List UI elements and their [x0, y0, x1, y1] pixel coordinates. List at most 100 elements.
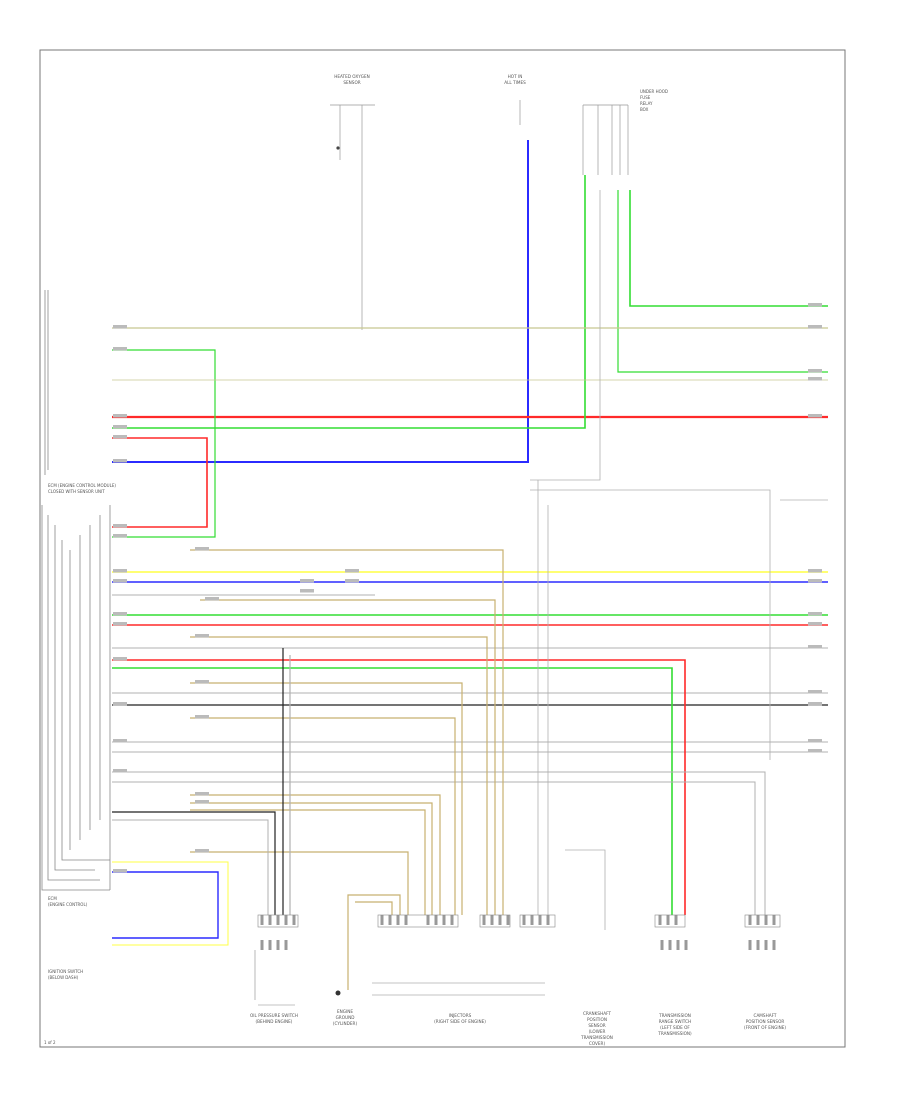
label-line: OIL PRESSURE SWITCH — [250, 1013, 298, 1018]
label-line: (LOWER — [589, 1029, 606, 1034]
label-line: (RIGHT SIDE OF ENGINE) — [434, 1019, 486, 1024]
wire-gray — [112, 781, 756, 915]
wire-color-tag — [113, 739, 127, 743]
connector-pin — [396, 915, 400, 925]
label-line: TRANSMISSION — [658, 1013, 691, 1018]
connector-pin — [676, 940, 680, 950]
wire-color-tag — [195, 547, 209, 551]
wire-color-tag — [808, 739, 822, 743]
connector-pin — [426, 915, 430, 925]
label-line: IGNITION SWITCH — [48, 969, 83, 974]
component-label-ecm: ECM (ENGINE CONTROL MODULE) CLOSED WITH … — [48, 483, 116, 494]
wire-color-tag — [808, 645, 822, 649]
label-line: ALL TIMES — [504, 80, 526, 85]
label-line: (LEFT SIDE OF — [660, 1025, 690, 1030]
connector-pin — [772, 915, 776, 925]
bottom-connectors — [254, 914, 781, 1006]
label-line: GROUND — [336, 1015, 355, 1020]
wire-color-tag — [195, 715, 209, 719]
wire-color-tag — [113, 325, 127, 329]
wire-color-tag — [113, 769, 127, 773]
component-label-crank-sensor: CRANKSHAFT POSITION SENSOR (LOWER TRANSM… — [580, 1011, 613, 1046]
wire-color-tag — [113, 579, 127, 583]
wire-green — [112, 349, 216, 538]
ecm-module-outline — [41, 290, 111, 891]
wire-color-tag — [195, 849, 209, 853]
connector-pin — [434, 915, 438, 925]
wire-color-tag — [195, 634, 209, 638]
wire-color-tag — [808, 325, 822, 329]
wire-color-tag — [113, 622, 127, 626]
connector-pin — [666, 915, 670, 925]
wire-color-tag — [808, 702, 822, 706]
component-label-engine-ground: ENGINE GROUND (CYLINDER) — [333, 1009, 358, 1026]
connector-pin — [268, 940, 272, 950]
label-line: FUSE — [640, 95, 651, 100]
ground-point — [335, 990, 341, 996]
connector-pin — [684, 940, 688, 950]
wire-color-tag — [113, 657, 127, 661]
label-line: SENSOR — [343, 80, 360, 85]
label-line: POSITION — [587, 1017, 607, 1022]
component-label-cam-sensor: CAMSHAFT POSITION SENSOR (FRONT OF ENGIN… — [744, 1013, 786, 1030]
label-line: ECM — [48, 896, 57, 901]
connector-pin — [764, 940, 768, 950]
wire-color-tag — [300, 579, 314, 583]
wire-color-tag — [345, 569, 359, 573]
label-line: CAMSHAFT — [754, 1013, 777, 1018]
wire-color-tag — [113, 524, 127, 528]
connector-pin — [268, 915, 272, 925]
connector-pin — [260, 940, 264, 950]
component-label-transmission-range: TRANSMISSION RANGE SWITCH (LEFT SIDE OF … — [657, 1013, 692, 1036]
wire-color-tag — [808, 749, 822, 753]
connector-pin — [546, 915, 550, 925]
label-line: RELAY — [640, 101, 653, 106]
label-line: CRANKSHAFT — [583, 1011, 611, 1016]
connector-pins — [260, 915, 776, 950]
wire-color-tag — [113, 702, 127, 706]
wire-blue — [112, 871, 219, 939]
label-line: COVER) — [589, 1041, 606, 1046]
connector-pin — [522, 915, 526, 925]
label-line: SENSOR — [588, 1023, 605, 1028]
connector-pin — [756, 940, 760, 950]
connector-pin — [284, 915, 288, 925]
connector-pin — [276, 940, 280, 950]
wire-color-tag — [808, 579, 822, 583]
wire-tan — [347, 894, 401, 990]
connector-pin — [748, 940, 752, 950]
connector-pin — [658, 915, 662, 925]
label-line: (FRONT OF ENGINE) — [744, 1025, 786, 1030]
wire-color-tag — [113, 459, 127, 463]
diagram-frame — [39, 49, 846, 1048]
label-line: RANGE SWITCH — [659, 1019, 691, 1024]
component-label-oil-pressure-switch: OIL PRESSURE SWITCH (BEHIND ENGINE) — [250, 1013, 298, 1024]
connector-pin — [260, 915, 264, 925]
component-label-heated-oxygen-sensor: HEATED OXYGEN SENSOR — [334, 74, 370, 85]
wire-black — [112, 811, 276, 915]
connector-pin — [284, 940, 288, 950]
wire-tan — [190, 794, 441, 915]
label-line: (BEHIND ENGINE) — [256, 1019, 293, 1024]
component-label-ecm-bottom: ECM (ENGINE CONTROL) — [48, 896, 88, 907]
page-mark: 1 of 2 — [44, 1040, 56, 1045]
wire-color-tag — [113, 569, 127, 573]
connector-pin — [674, 915, 678, 925]
wire-color-tag — [808, 303, 822, 307]
wire-gray — [112, 771, 766, 915]
label-line: ECM (ENGINE CONTROL MODULE) — [48, 483, 116, 488]
wire-tan — [190, 851, 409, 915]
wire-tan — [200, 599, 496, 915]
wire-gray — [112, 819, 269, 915]
wire-color-tag — [808, 612, 822, 616]
wire-tan — [190, 636, 488, 915]
wire-green — [112, 667, 673, 915]
connector-pin — [442, 915, 446, 925]
connector-pin — [380, 915, 384, 925]
wire-color-tag — [113, 869, 127, 873]
connector-pin — [772, 940, 776, 950]
label-line: UNDER HOOD — [640, 89, 668, 94]
connector-pin — [490, 915, 494, 925]
connector-pin — [668, 940, 672, 950]
